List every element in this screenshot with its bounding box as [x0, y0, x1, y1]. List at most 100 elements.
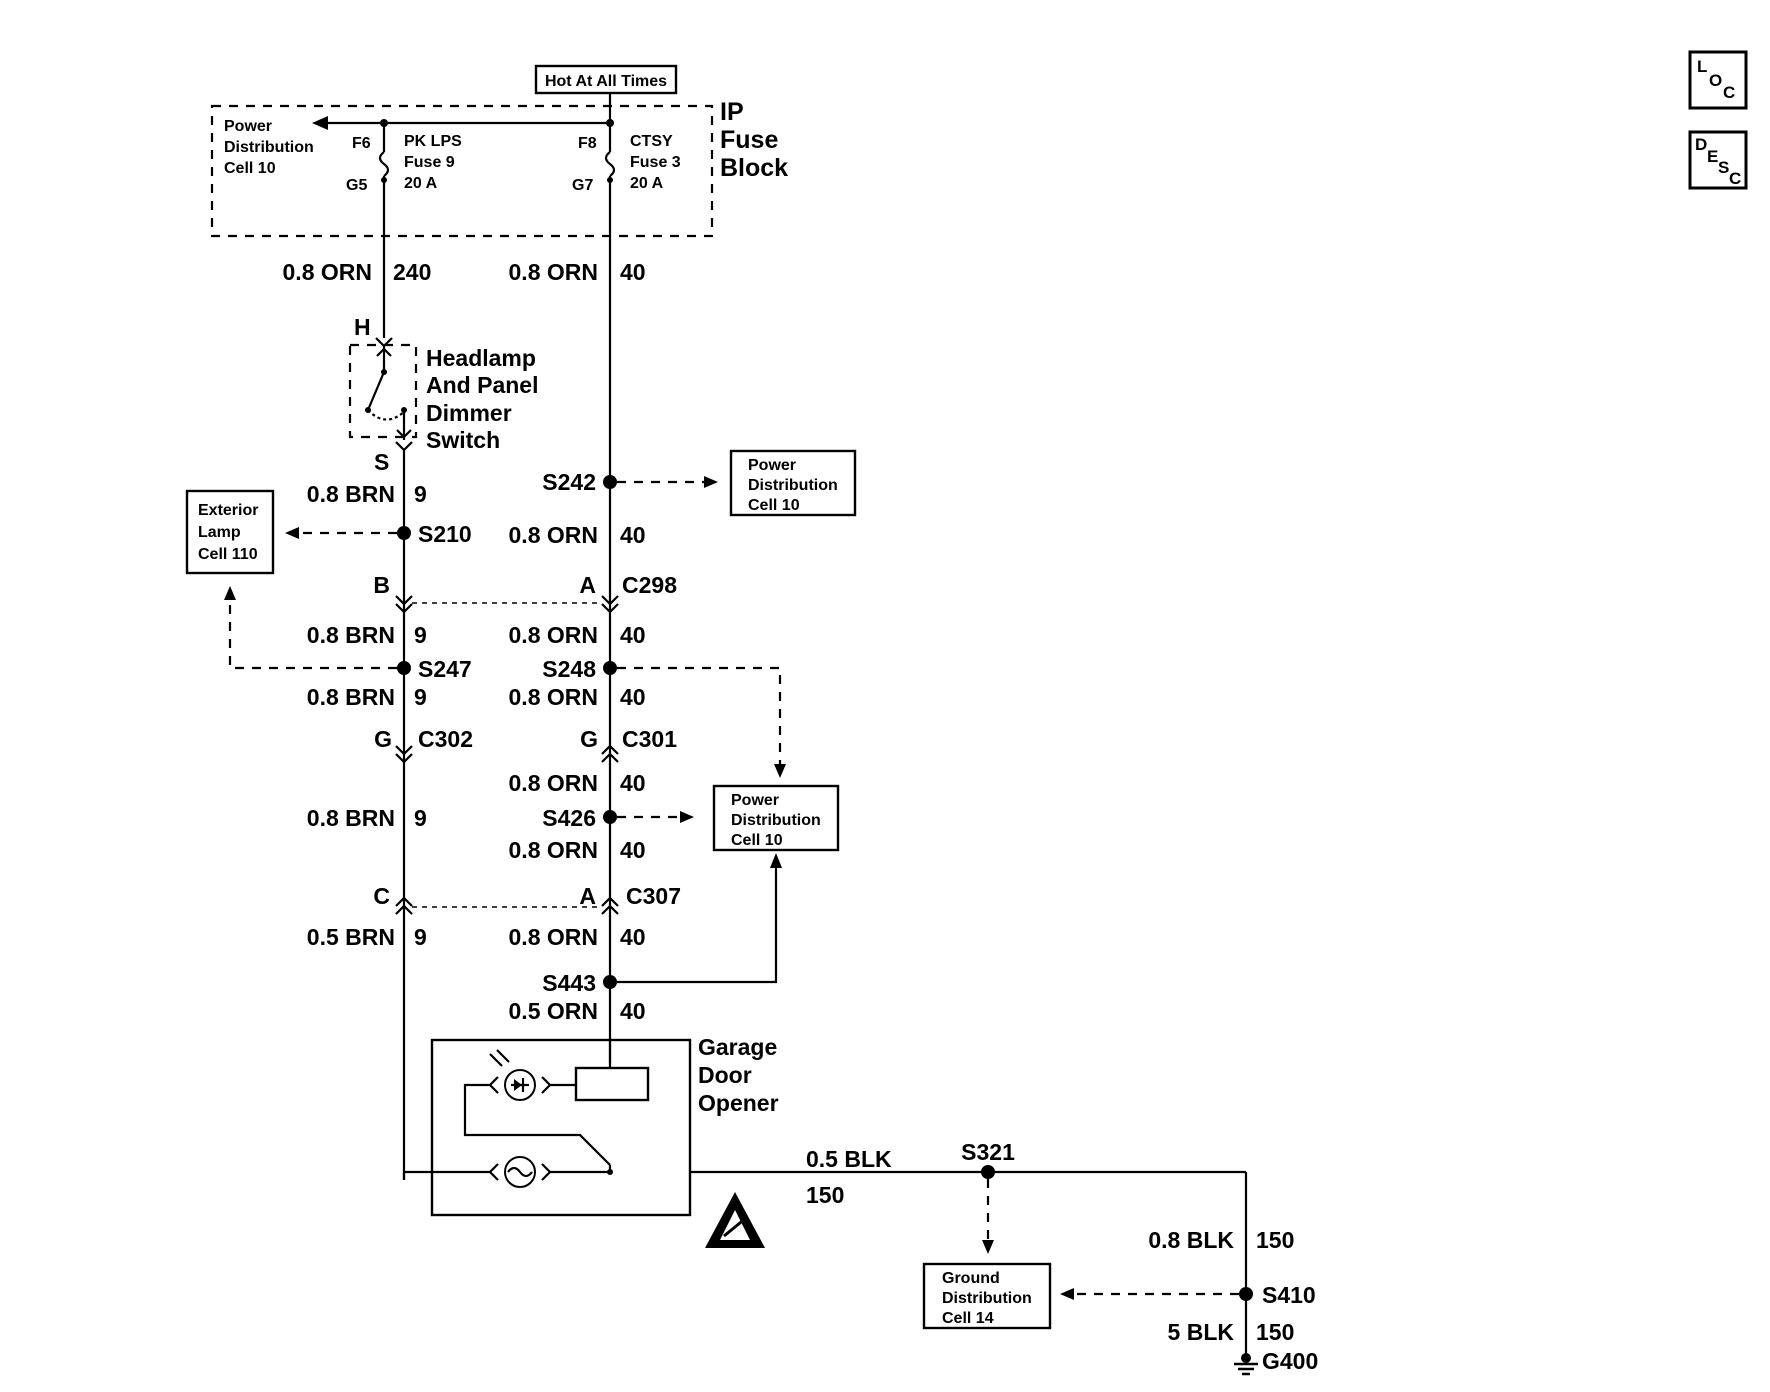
ref-pdc2-line3: Cell 10	[731, 832, 783, 849]
splice-s248-label: S248	[542, 656, 596, 682]
fuse-ctsy-amps: 20 A	[630, 175, 664, 192]
wire-40a-gauge: 0.8 ORN	[509, 259, 598, 285]
garage-label-line3: Opener	[698, 1090, 779, 1116]
ref-exterior-line1: Exterior	[198, 502, 258, 519]
loc-letter-o: O	[1709, 71, 1722, 90]
wire-40a-circuit: 40	[620, 259, 646, 285]
splice-s242-label: S242	[542, 469, 596, 495]
switch-label-line4: Switch	[426, 427, 500, 453]
fuse-ctsy: F8 G7 CTSY Fuse 3 20 A	[572, 123, 681, 194]
fuse-ctsy-symbol	[604, 151, 616, 177]
loc-letter-l: L	[1697, 57, 1707, 76]
ref-ground-line2: Distribution	[942, 1290, 1032, 1307]
switch-pin-top: H	[354, 314, 371, 340]
ref-pdc2-line2: Distribution	[731, 812, 821, 829]
wire-150b-gauge: 0.8 BLK	[1148, 1227, 1234, 1253]
splice-s321-label: S321	[961, 1139, 1015, 1165]
splice-s210	[397, 526, 411, 540]
wire-40g-gauge: 0.8 ORN	[509, 924, 598, 950]
wire-40h-gauge: 0.5 ORN	[509, 998, 598, 1024]
wire-9b-gauge: 0.8 BRN	[307, 622, 395, 648]
wire-150a-circuit: 150	[806, 1182, 844, 1208]
splice-s443	[603, 975, 617, 989]
wire-150c-circuit: 150	[1256, 1319, 1294, 1345]
fuse-pk-name: PK LPS	[404, 133, 462, 150]
desc-letter-d: D	[1695, 135, 1707, 154]
power-distribution-cell10-top-label: Power Distribution Cell 10	[224, 118, 314, 177]
desc-letter-s: S	[1718, 158, 1729, 177]
c298-pin-right: A	[579, 572, 596, 598]
wire-40e-gauge: 0.8 ORN	[509, 770, 598, 796]
wire-150a-gauge: 0.5 BLK	[806, 1146, 892, 1172]
c298-label: C298	[622, 572, 677, 598]
splice-s410-label: S410	[1262, 1282, 1316, 1308]
c307-label: C307	[626, 883, 681, 909]
wire-9c-gauge: 0.8 BRN	[307, 684, 395, 710]
pdc-top-line2: Distribution	[224, 139, 314, 156]
wire-9b-circuit: 9	[414, 622, 427, 648]
wire-40d-circuit: 40	[620, 684, 646, 710]
fuse-pk-lps: F6 G5 PK LPS Fuse 9 20 A	[346, 123, 462, 338]
c301-pin: G	[580, 726, 598, 752]
headlamp-dimmer-switch: H Headlamp And Panel Dimmer Switch S	[348, 314, 538, 475]
loc-letter-c: C	[1723, 83, 1735, 102]
wire-9a-gauge: 0.8 BRN	[307, 481, 395, 507]
fuse-pk-pin-out: G5	[346, 177, 367, 194]
c307-pin-right: A	[579, 883, 596, 909]
wire-9e-gauge: 0.5 BRN	[307, 924, 395, 950]
wire-40c-gauge: 0.8 ORN	[509, 622, 598, 648]
wire-9d-gauge: 0.8 BRN	[307, 805, 395, 831]
ref-pdc2-line1: Power	[731, 792, 779, 809]
wire-40h-circuit: 40	[620, 998, 646, 1024]
splice-s410	[1239, 1287, 1253, 1301]
relay-coil	[574, 1066, 650, 1102]
pdc-top-line1: Power	[224, 118, 272, 135]
ref-exterior-line2: Lamp	[198, 524, 241, 541]
switch-boundary	[348, 343, 418, 439]
connector-c302: G C302	[374, 726, 473, 764]
ref-exterior-line3: Cell 110	[198, 546, 258, 563]
wire-9e-circuit: 9	[414, 924, 427, 950]
wire-40b-gauge: 0.8 ORN	[509, 522, 598, 548]
c302-label: C302	[418, 726, 473, 752]
fuse-ctsy-pin-in: F8	[578, 135, 597, 152]
splice-s248	[603, 661, 617, 675]
receiver-icon	[504, 1156, 536, 1188]
ref-power-distribution-1: Power Distribution Cell 10	[729, 449, 857, 517]
wire-240-circuit: 240	[393, 259, 431, 285]
ip-fuse-block-line2: Fuse	[720, 126, 778, 154]
splice-s210-label: S210	[418, 521, 472, 547]
fuse-ctsy-name: CTSY	[630, 133, 673, 150]
splice-s321	[981, 1165, 995, 1179]
c302-pin: G	[374, 726, 392, 752]
wire-9d-circuit: 9	[414, 805, 427, 831]
ref-pdc1-line2: Distribution	[748, 477, 838, 494]
wire-40g-circuit: 40	[620, 924, 646, 950]
switch-label-line1: Headlamp	[426, 345, 536, 371]
ref-pdc1-line1: Power	[748, 457, 796, 474]
wire-40e-circuit: 40	[620, 770, 646, 796]
garage-door-opener: Garage Door Opener	[402, 1034, 779, 1217]
splice-s426	[603, 810, 617, 824]
ref-ground-line3: Cell 14	[942, 1310, 994, 1327]
splice-s247-label: S247	[418, 656, 472, 682]
ground-g400-label: G400	[1262, 1348, 1318, 1374]
ref-ground-line1: Ground	[942, 1270, 1000, 1287]
connector-c301: G C301	[580, 726, 677, 763]
splice-s242	[603, 475, 617, 489]
ip-fuse-block-line3: Block	[720, 154, 788, 182]
ip-fuse-block-line1: IP	[720, 98, 744, 126]
splice-s443-label: S443	[542, 970, 596, 996]
switch-pin-bottom: S	[374, 449, 389, 475]
wire-40d-gauge: 0.8 ORN	[509, 684, 598, 710]
garage-opener-box	[430, 1038, 692, 1217]
loc-button[interactable]: L O C	[1688, 50, 1748, 110]
ref-pdc1-line3: Cell 10	[748, 497, 800, 514]
fuse-pk-number: Fuse 9	[404, 154, 455, 171]
ip-fuse-block-label: IP Fuse Block	[720, 98, 788, 182]
switch-label-line2: And Panel	[426, 372, 538, 398]
wire-9a-circuit: 9	[414, 481, 427, 507]
desc-button[interactable]: D E S C	[1688, 130, 1748, 190]
wire-150b-circuit: 150	[1256, 1227, 1294, 1253]
hot-at-all-times-label: Hot At All Times	[545, 73, 667, 90]
